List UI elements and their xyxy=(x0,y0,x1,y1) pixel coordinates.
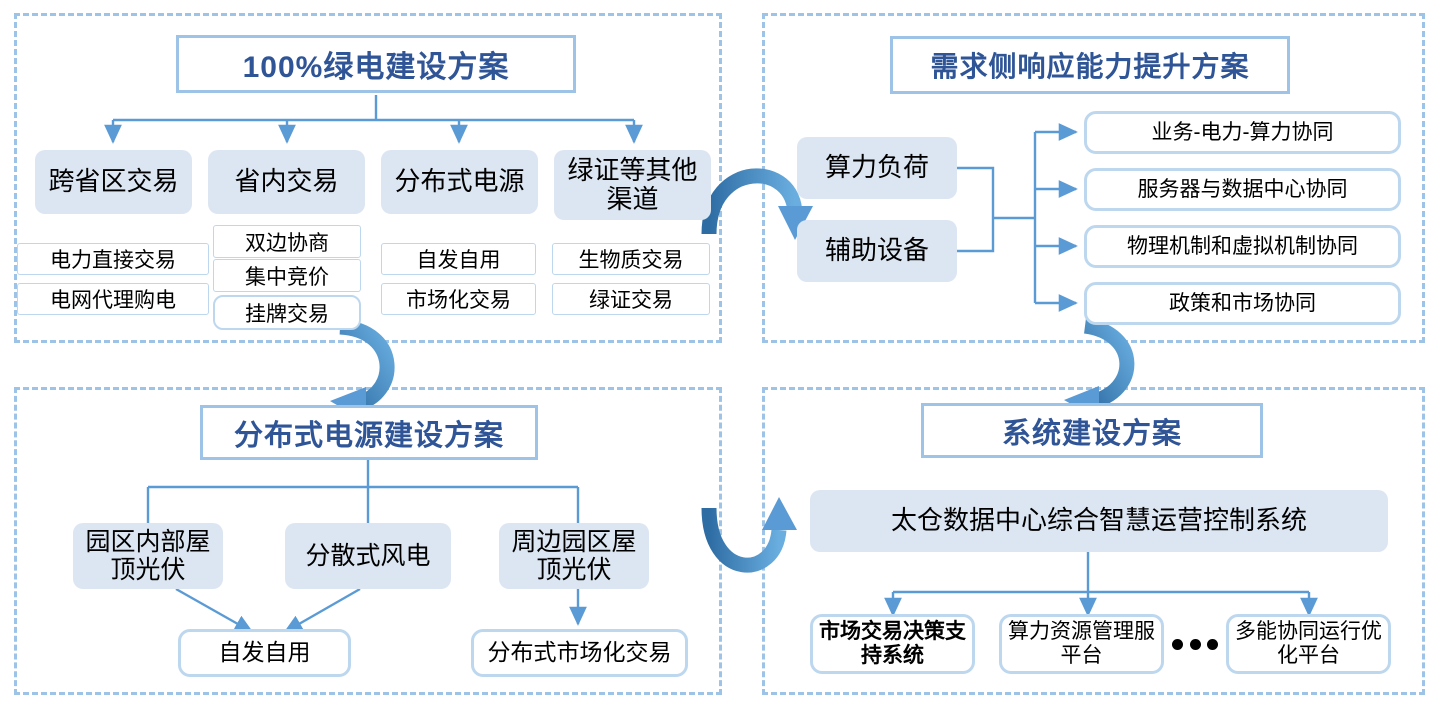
leaf-self-generation-self-use[interactable]: 自发自用 xyxy=(381,243,536,275)
source-auxiliary-equipment[interactable]: 辅助设备 xyxy=(797,220,957,282)
dp-source-distributed-wind[interactable]: 分散式风电 xyxy=(285,523,451,589)
dp-outcome-distributed-market-trade[interactable]: 分布式市场化交易 xyxy=(471,629,688,677)
title-green-power: 100%绿电建设方案 xyxy=(176,35,576,93)
branch-distributed-source[interactable]: 分布式电源 xyxy=(381,150,538,214)
ellipsis-more-subsystems xyxy=(1172,637,1218,651)
branch-cross-province[interactable]: 跨省区交易 xyxy=(35,150,192,214)
leaf-centralized-bidding[interactable]: 集中竞价 xyxy=(213,259,361,292)
target-server-datacenter-synergy[interactable]: 服务器与数据中心协同 xyxy=(1084,168,1401,211)
subsystem-multi-energy-synergy-optimization[interactable]: 多能协同运行优化平台 xyxy=(1226,614,1391,674)
leaf-grid-agency-purchase[interactable]: 电网代理购电 xyxy=(17,283,209,315)
target-business-power-compute-synergy[interactable]: 业务-电力-算力协同 xyxy=(1084,111,1401,154)
title-demand-response: 需求侧响应能力提升方案 xyxy=(890,36,1290,94)
dp-source-surrounding-rooftop-pv[interactable]: 周边园区屋顶光伏 xyxy=(499,523,649,589)
title-system-build: 系统建设方案 xyxy=(921,403,1263,458)
dp-outcome-self-use[interactable]: 自发自用 xyxy=(178,629,351,677)
target-physical-virtual-mechanism-synergy[interactable]: 物理机制和虚拟机制协同 xyxy=(1084,225,1401,268)
subsystem-compute-resource-management[interactable]: 算力资源管理服平台 xyxy=(999,614,1164,674)
leaf-biomass-trade[interactable]: 生物质交易 xyxy=(552,243,710,275)
system-platform[interactable]: 太仓数据中心综合智慧运营控制系统 xyxy=(810,490,1388,552)
leaf-bilateral-negotiation[interactable]: 双边协商 xyxy=(213,225,361,258)
target-policy-market-synergy[interactable]: 政策和市场协同 xyxy=(1084,282,1401,325)
dp-source-campus-rooftop-pv[interactable]: 园区内部屋顶光伏 xyxy=(73,523,223,589)
subsystem-market-trade-decision-support[interactable]: 市场交易决策支持系统 xyxy=(810,614,975,674)
source-compute-load[interactable]: 算力负荷 xyxy=(797,137,957,199)
branch-intra-province[interactable]: 省内交易 xyxy=(208,150,365,214)
leaf-green-certificate-trade[interactable]: 绿证交易 xyxy=(552,283,710,315)
branch-green-certificate[interactable]: 绿证等其他渠道 xyxy=(554,150,711,220)
title-distributed-power: 分布式电源建设方案 xyxy=(200,405,538,460)
leaf-listed-trade[interactable]: 挂牌交易 xyxy=(213,295,361,330)
leaf-power-direct-trade[interactable]: 电力直接交易 xyxy=(17,243,209,275)
leaf-market-trade[interactable]: 市场化交易 xyxy=(381,283,536,315)
